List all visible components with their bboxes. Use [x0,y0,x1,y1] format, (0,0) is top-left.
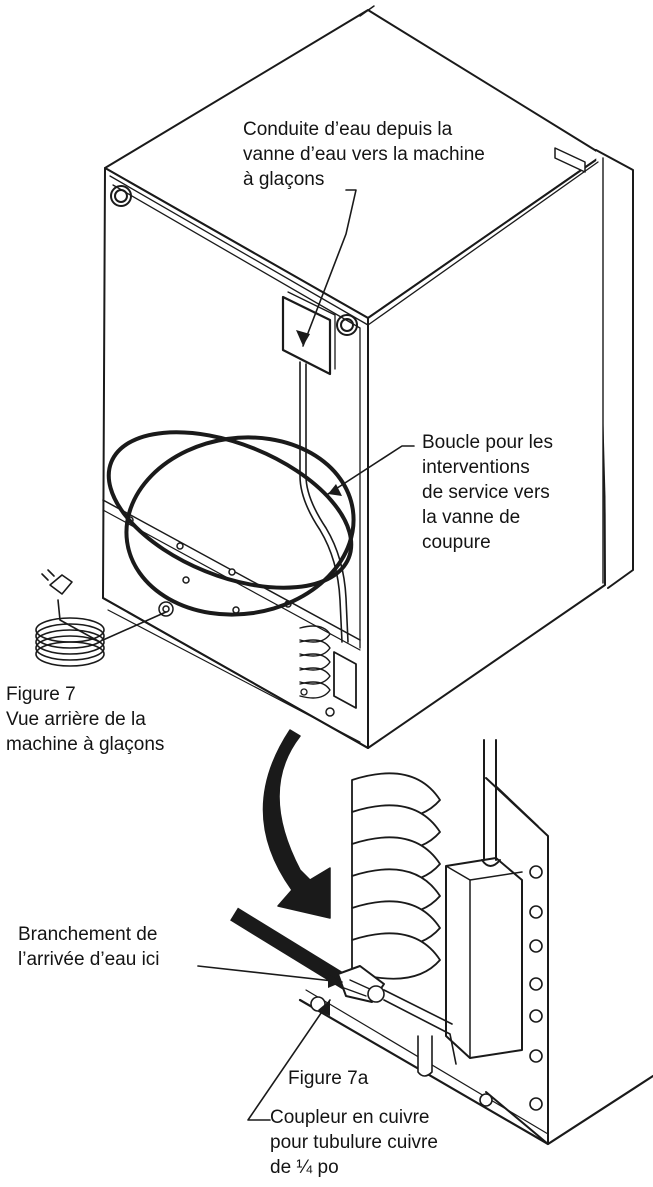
power-cord-icon [35,569,167,667]
callout-line: de service vers [422,482,550,503]
caption-line: Figure 7 [6,684,76,705]
callout-line: vanne d’eau vers la machine [243,144,485,165]
caption-line: machine à glaçons [6,734,165,755]
callout-line: Branchement de [18,924,158,945]
callout-water-line: Conduite d’eau depuis la vanne d’eau ver… [243,117,485,192]
callout-line: Boucle pour les [422,432,553,453]
callout-water-inlet: Branchement de l’arrivée d’eau ici [18,922,160,972]
figure-7a-caption: Figure 7a [288,1066,368,1091]
callout-line: la vanne de [422,507,521,528]
callout-line: à glaçons [243,169,325,190]
callout-leaders [197,189,415,1121]
callout-line: pour tubulure cuivre [270,1132,438,1153]
ice-machine-cabinet [102,5,634,749]
leader-arrowheads [296,330,342,1016]
caption-line: Figure 7a [288,1068,369,1089]
callout-line: coupure [422,532,491,553]
callout-line: Coupleur en cuivre [270,1107,430,1128]
zoom-arrow-icon [262,729,331,919]
callout-service-loop: Boucle pour les interventions de service… [422,430,553,555]
callout-line: Conduite d’eau depuis la [243,119,453,140]
callout-line: l’arrivée d’eau ici [18,949,160,970]
figure-7-caption: Figure 7 Vue arrière de la machine à gla… [6,682,164,757]
callout-line: interventions [422,457,530,478]
figure-7a-closeup [230,739,653,1146]
caption-line: Vue arrière de la [6,709,146,730]
callout-line: de ¼ po [270,1157,339,1178]
callout-coupler: Coupleur en cuivre pour tubulure cuivre … [270,1105,438,1180]
